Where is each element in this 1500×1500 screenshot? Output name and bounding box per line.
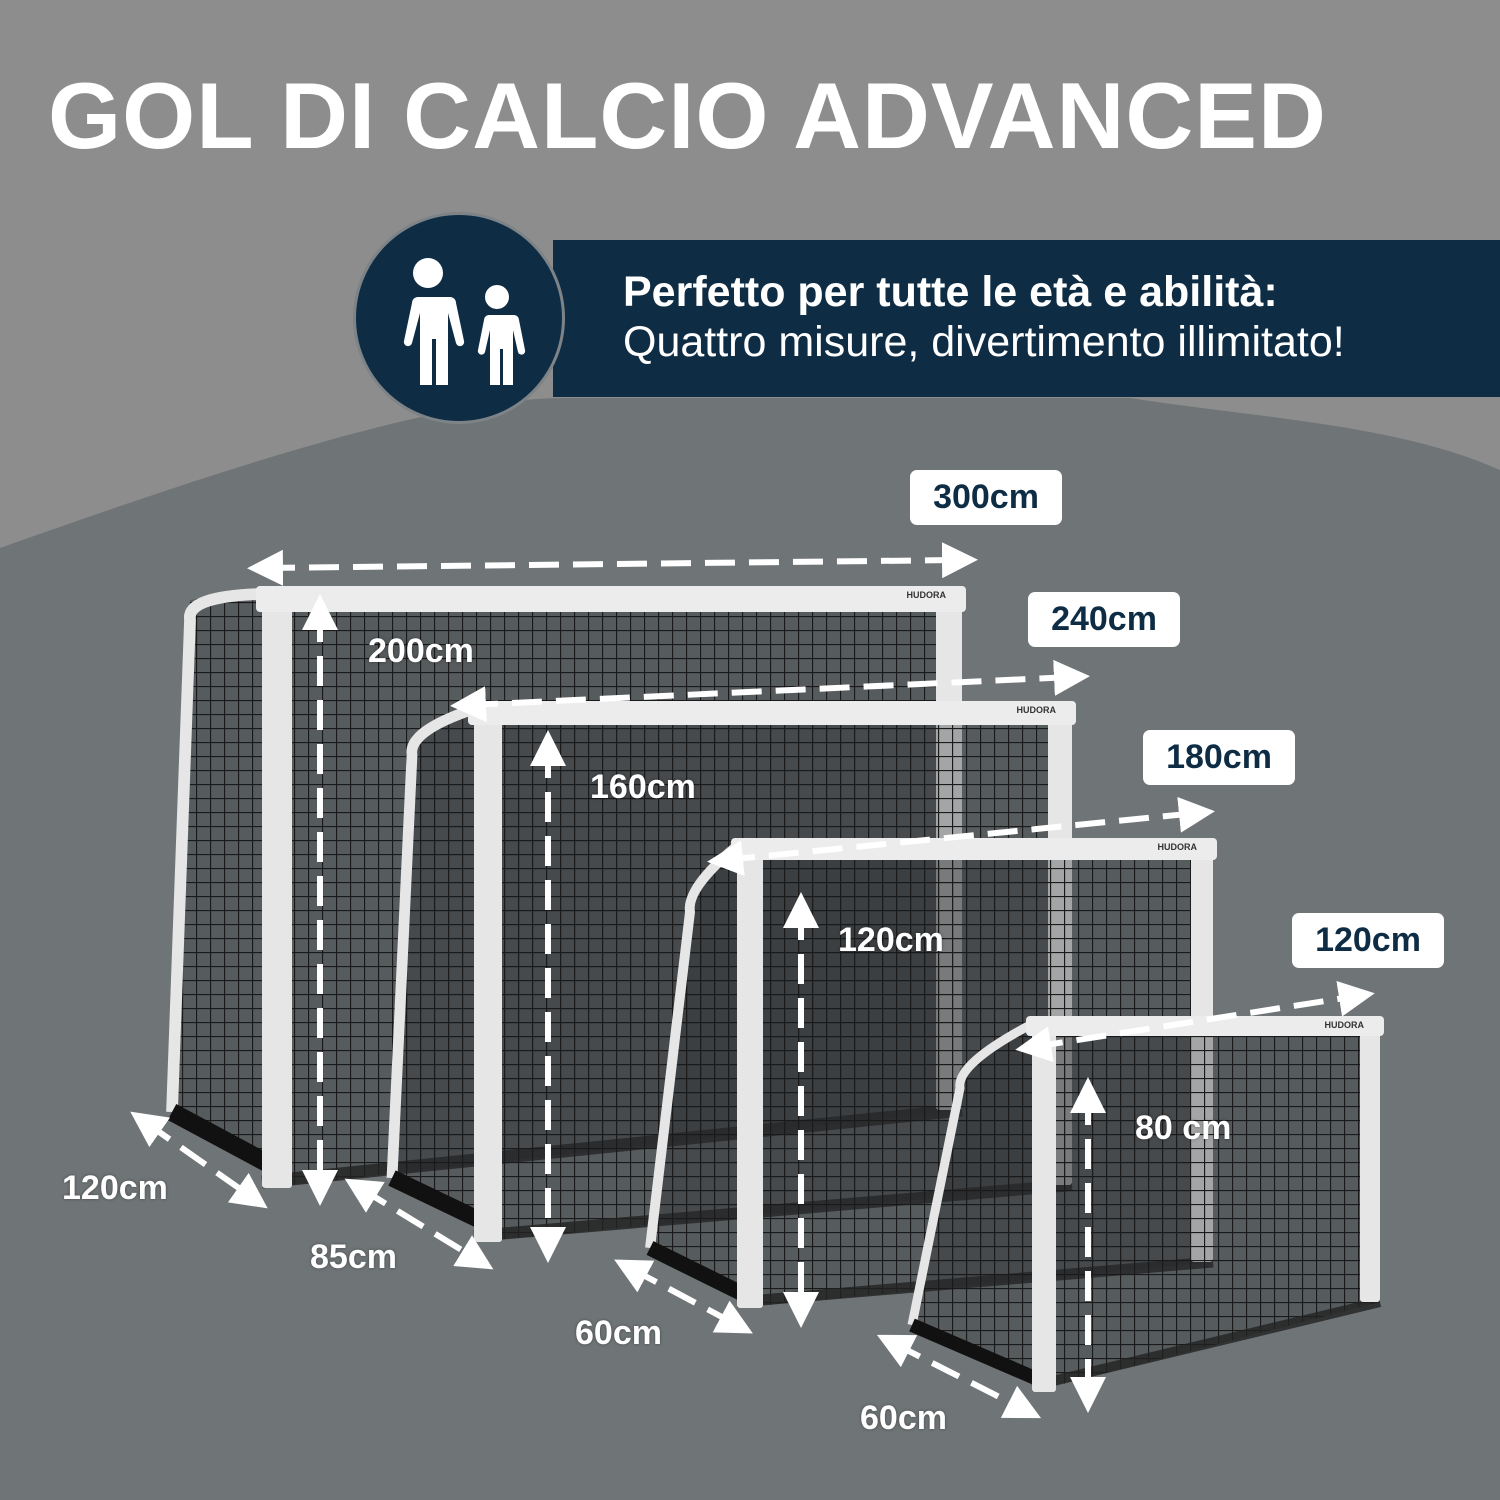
goal-left-post <box>1032 1020 1056 1392</box>
goal-3-width-arrow <box>707 796 1215 877</box>
goal-3-width-label: 180cm <box>1143 730 1295 785</box>
goal-1-width-label: 300cm <box>910 470 1062 525</box>
info-banner: Perfetto per tutte le età e abilità: Qua… <box>553 240 1500 397</box>
goal-4-width-label: 120cm <box>1292 913 1444 968</box>
banner-subline: Quattro misure, divertimento illimitato! <box>623 318 1345 366</box>
adult-and-child-icon <box>403 258 526 385</box>
goal-right-post <box>1360 1020 1380 1302</box>
goal-left-post <box>737 842 763 1308</box>
goal-3-depth-arrow <box>614 1259 753 1334</box>
hudora-logo: HUDORA <box>1158 842 1198 852</box>
goal-1-depth-label: 120cm <box>62 1169 168 1207</box>
goal-2-depth-label: 85cm <box>310 1238 397 1276</box>
goal-4-depth-arrow <box>876 1334 1042 1419</box>
age-badge <box>353 212 565 424</box>
goal-4-height-label: 80 cm <box>1135 1109 1232 1147</box>
goal-2-depth-arrow <box>344 1178 494 1270</box>
goal-crossbar <box>731 838 1217 860</box>
goal-2-width-label: 240cm <box>1028 592 1180 647</box>
goal-1-width-arrow <box>247 542 978 586</box>
goal-3-height-label: 120cm <box>838 921 944 959</box>
goal-left-post <box>262 590 292 1188</box>
hudora-logo: HUDORA <box>1325 1020 1365 1030</box>
goal-4: HUDORA <box>907 1016 1384 1392</box>
goal-crossbar <box>468 701 1076 725</box>
goal-1-height-label: 200cm <box>368 632 474 670</box>
goal-4-depth-label: 60cm <box>860 1399 947 1437</box>
goal-2-width-arrow <box>450 659 1090 723</box>
goal-side-frame <box>907 1020 1035 1326</box>
goal-left-post <box>474 705 502 1242</box>
hudora-logo: HUDORA <box>907 590 947 600</box>
goal-net <box>912 1020 1380 1392</box>
banner-headline: Perfetto per tutte le età e abilità: <box>623 268 1278 316</box>
goal-1-depth-arrow <box>130 1111 268 1209</box>
page-title: GOL DI CALCIO ADVANCED <box>48 63 1327 168</box>
goal-side-frame <box>166 588 263 1113</box>
hudora-logo: HUDORA <box>1017 705 1057 715</box>
goal-2-height-label: 160cm <box>590 768 696 806</box>
goal-4-width-arrow <box>1015 981 1375 1062</box>
goal-3-depth-label: 60cm <box>575 1314 662 1352</box>
goal-crossbar <box>256 586 966 612</box>
